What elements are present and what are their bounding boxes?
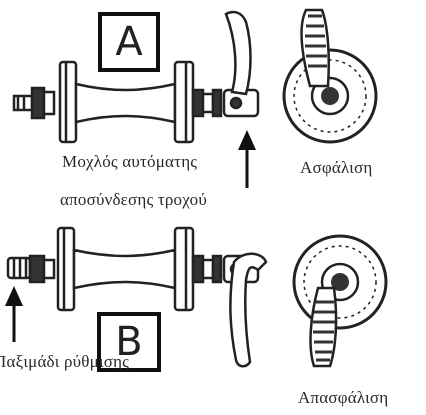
panel-b-letter-box — [97, 312, 161, 372]
lever-label-line1: Μοχλός αυτόματης — [62, 152, 198, 171]
unlock-detail-b — [292, 234, 388, 368]
hub-b — [6, 226, 260, 312]
panel-a-letter: A — [115, 19, 143, 65]
adjusting-nut-label: Παξιμάδι ρύθμισης — [0, 352, 130, 371]
lever-label-line2: αποσύνδεσης τροχού — [60, 190, 207, 209]
quick-release-lever-b — [229, 252, 268, 368]
unlock-label: Απασφάλιση — [298, 388, 389, 407]
panel-b — [5, 226, 388, 372]
quick-release-lever-a — [224, 10, 252, 96]
hub-a — [12, 60, 260, 144]
panel-a-letter-box — [98, 12, 160, 72]
arrow-up-b — [5, 286, 23, 342]
lock-label: Ασφάλιση — [300, 158, 373, 177]
arrow-up-a — [238, 130, 256, 188]
lock-detail-a — [282, 8, 378, 144]
panel-a — [12, 8, 378, 188]
panel-b-letter: B — [115, 319, 143, 365]
